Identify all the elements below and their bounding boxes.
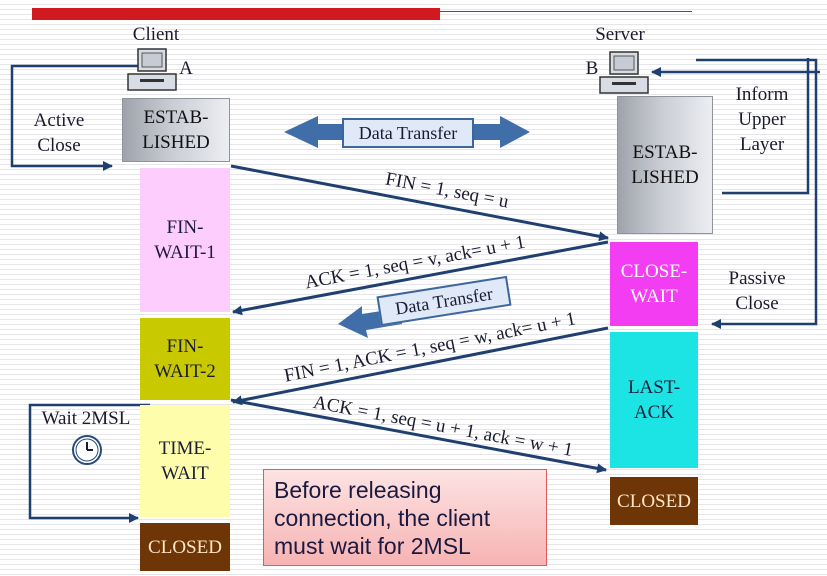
fin2-arrow [232, 326, 609, 406]
wait-2msl-loop [28, 403, 150, 523]
last-ack-state: LAST-ACK [610, 332, 698, 468]
server-established-state: ESTAB-LISHED [617, 96, 713, 234]
server-to-inform-arrow [696, 58, 818, 329]
server-computer-icon [599, 51, 649, 94]
fin-wait-2-state: FIN-WAIT-2 [140, 318, 230, 400]
server-host-letter: B [585, 58, 599, 79]
data-transfer-top-label: Data Transfer [342, 118, 474, 148]
time-wait-state: TIME-WAIT [140, 405, 230, 517]
note-box: Before releasing connection, the client … [263, 469, 547, 566]
server-closed-state: CLOSED [610, 477, 698, 525]
ack1-arrow [232, 240, 609, 316]
header-bar [32, 8, 440, 20]
server-title: Server [595, 24, 645, 45]
client-established-state: ESTAB-LISHED [122, 98, 230, 162]
ack2-arrow [230, 398, 607, 474]
inform-upper-layer-line [722, 58, 810, 195]
client-closed-state: CLOSED [140, 523, 230, 571]
fin1-arrow [230, 164, 609, 242]
active-close-loop [10, 64, 148, 171]
client-computer-icon [127, 48, 177, 91]
header-line [440, 11, 692, 12]
close-wait-state: CLOSE-WAIT [610, 242, 698, 326]
wait-2msl-label: Wait 2MSL [41, 408, 131, 429]
client-host-letter: A [179, 58, 193, 79]
clock-icon [72, 435, 102, 465]
fin-wait-1-state: FIN-WAIT-1 [140, 168, 230, 312]
client-title: Client [132, 24, 180, 45]
